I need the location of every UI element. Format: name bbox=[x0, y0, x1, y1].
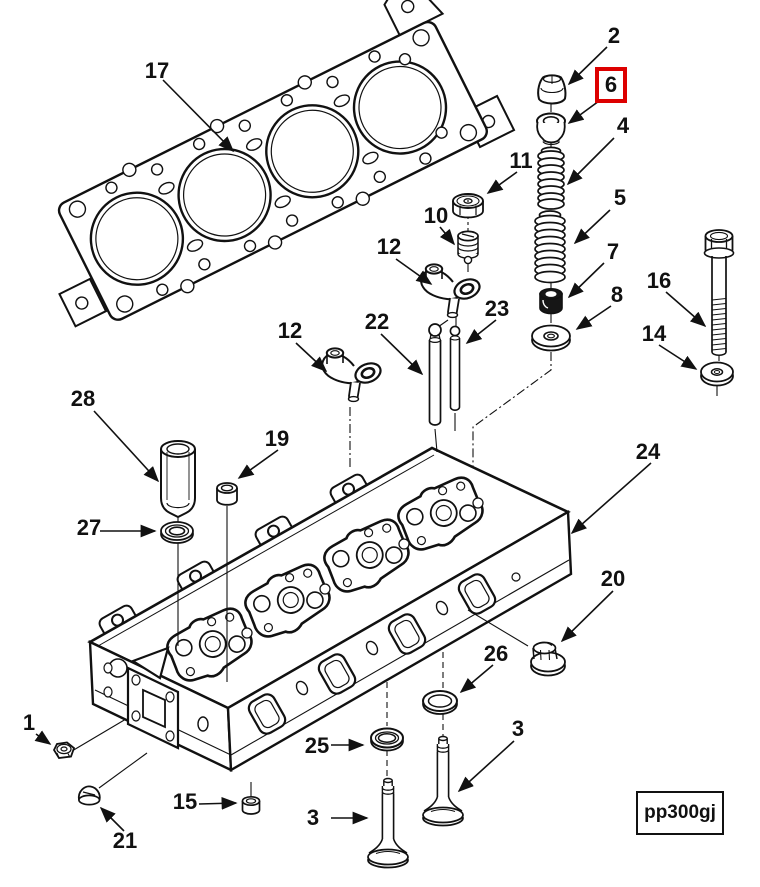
callout-24: 24 bbox=[635, 439, 661, 464]
callout-7: 7 bbox=[606, 239, 620, 264]
jam-nut bbox=[452, 193, 484, 219]
callout-19: 19 bbox=[264, 426, 290, 451]
head-bolt bbox=[703, 229, 735, 356]
bolt-washer bbox=[700, 361, 734, 387]
guide-bushing bbox=[216, 482, 238, 506]
callout-15: 15 bbox=[172, 789, 198, 814]
figure-code-box: pp300gj bbox=[636, 791, 724, 835]
valve-left bbox=[367, 777, 409, 869]
small-nut bbox=[52, 741, 76, 759]
callout-1: 1 bbox=[22, 710, 36, 735]
spring-retainer bbox=[536, 112, 566, 146]
dowel-bushing bbox=[241, 795, 261, 815]
callout-23: 23 bbox=[484, 296, 510, 321]
callout-20: 20 bbox=[600, 566, 626, 591]
callout-28: 28 bbox=[70, 386, 96, 411]
callout-21: 21 bbox=[112, 828, 138, 853]
rocker-arm-left bbox=[320, 347, 385, 403]
rocker-arm-right bbox=[419, 263, 484, 319]
cylinder-head bbox=[87, 446, 573, 773]
callout-12-right: 12 bbox=[376, 234, 402, 259]
callout-12-left: 12 bbox=[277, 318, 303, 343]
callout-5: 5 bbox=[613, 185, 627, 210]
cup-plug bbox=[77, 785, 101, 806]
callout-14: 14 bbox=[641, 321, 667, 346]
callout-6-highlighted: 6 bbox=[604, 72, 618, 97]
inner-valve-spring bbox=[534, 210, 566, 284]
push-rod-long bbox=[428, 323, 442, 426]
o-ring bbox=[422, 690, 458, 715]
valve-guide-seal bbox=[539, 287, 563, 315]
callout-22: 22 bbox=[364, 309, 390, 334]
callout-26: 26 bbox=[483, 641, 509, 666]
callout-16: 16 bbox=[646, 268, 672, 293]
callout-3-right: 3 bbox=[511, 716, 525, 741]
adjusting-screw bbox=[457, 230, 479, 265]
callout-2: 2 bbox=[607, 23, 621, 48]
head-gasket bbox=[57, 0, 516, 328]
sleeve-seal-ring bbox=[160, 521, 194, 544]
callout-25: 25 bbox=[304, 733, 330, 758]
callout-arrows bbox=[34, 46, 707, 832]
callout-11: 11 bbox=[509, 148, 533, 173]
callout-17: 17 bbox=[144, 58, 170, 83]
push-rod-short bbox=[449, 325, 461, 411]
highlight-box-6 bbox=[595, 67, 627, 103]
callout-8: 8 bbox=[610, 282, 624, 307]
callout-4: 4 bbox=[616, 113, 630, 138]
valve-collet bbox=[537, 74, 567, 105]
spring-washer bbox=[531, 324, 571, 352]
pipe-plug bbox=[530, 641, 566, 677]
injector-sleeve bbox=[160, 440, 196, 519]
figure-code: pp300gj bbox=[644, 802, 716, 823]
callout-3-left: 3 bbox=[306, 805, 320, 830]
callout-27: 27 bbox=[76, 515, 102, 540]
callout-10: 10 bbox=[423, 203, 449, 228]
outer-valve-spring bbox=[537, 146, 565, 210]
valve-right bbox=[422, 735, 464, 827]
valve-stem-seal bbox=[370, 727, 404, 752]
